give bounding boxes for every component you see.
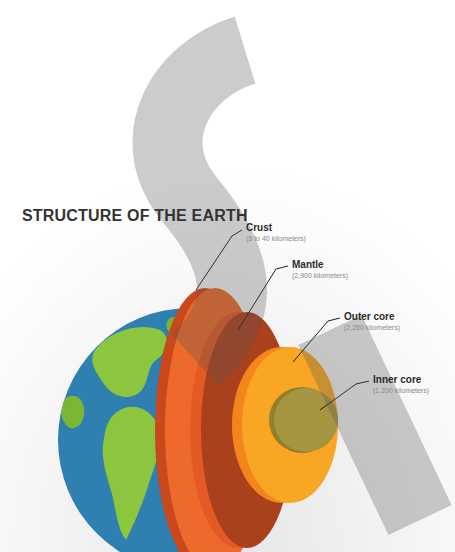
part-name: Inner core (373, 374, 421, 385)
continent (92, 327, 167, 397)
dimension-label: (1,200 kilometers) (373, 387, 429, 394)
part-name: Outer core (344, 311, 395, 322)
watermark-stroke (168, 50, 245, 360)
part-name: Mantle (292, 259, 324, 270)
diagram-title: STRUCTURE OF THE EARTH (22, 207, 248, 225)
watermark-stroke (330, 330, 420, 520)
part-name: Crust (246, 222, 272, 233)
watermark (168, 50, 420, 520)
dimension-label: (2,250 kilometers) (344, 324, 400, 331)
continent (61, 396, 84, 428)
dimension-label: (2,900 kilometers) (292, 272, 348, 279)
continent (103, 407, 160, 540)
dimension-label: (5 to 40 kilometers) (246, 235, 306, 242)
